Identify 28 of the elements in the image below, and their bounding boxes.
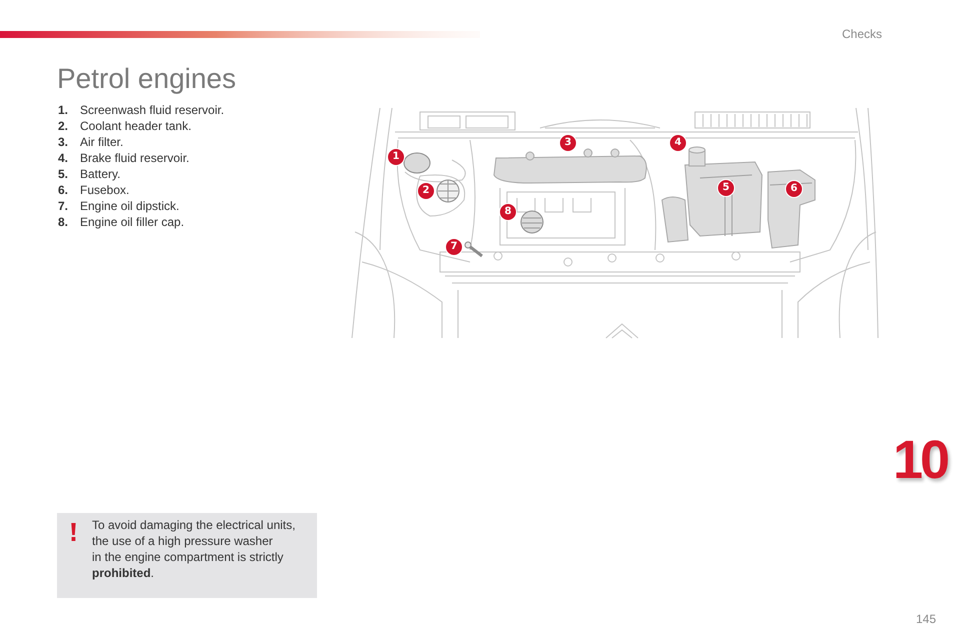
callout-number: 2 xyxy=(417,182,435,200)
list-number: 1. xyxy=(58,103,68,117)
callout-number: 4 xyxy=(669,134,687,152)
list-number: 6. xyxy=(58,183,68,197)
warning-panel xyxy=(57,513,317,598)
page-number: 145 xyxy=(916,612,936,626)
callout-number: 8 xyxy=(499,203,517,221)
list-number: 8. xyxy=(58,215,68,229)
list-number: 7. xyxy=(58,199,68,213)
page-title: Petrol engines xyxy=(57,62,236,96)
list-number: 3. xyxy=(58,135,68,149)
list-item-text: Fusebox. xyxy=(80,183,130,197)
list-number: 4. xyxy=(58,151,68,165)
list-number: 2. xyxy=(58,119,68,133)
list-item-text: Screenwash fluid reservoir. xyxy=(80,103,224,117)
callout-number: 1 xyxy=(387,148,405,166)
list-item-text: Battery. xyxy=(80,167,120,181)
list-item-text: Brake fluid reservoir. xyxy=(80,151,190,165)
list-number: 5. xyxy=(58,167,68,181)
section-heading: Checks xyxy=(842,27,882,41)
chapter-number: 10 xyxy=(893,432,948,488)
list-item-text: Engine oil filler cap. xyxy=(80,215,184,229)
list-item-text: Coolant header tank. xyxy=(80,119,192,133)
callout-number: 3 xyxy=(559,134,577,152)
list-item-text: Air filter. xyxy=(80,135,124,149)
warning-text: To avoid damaging the electrical units, the use of a high pressure washer in the engine compartment is strictly prohibited. xyxy=(92,517,296,581)
list-item-text: Engine oil dipstick. xyxy=(80,199,180,213)
callout-number: 7 xyxy=(445,238,463,256)
